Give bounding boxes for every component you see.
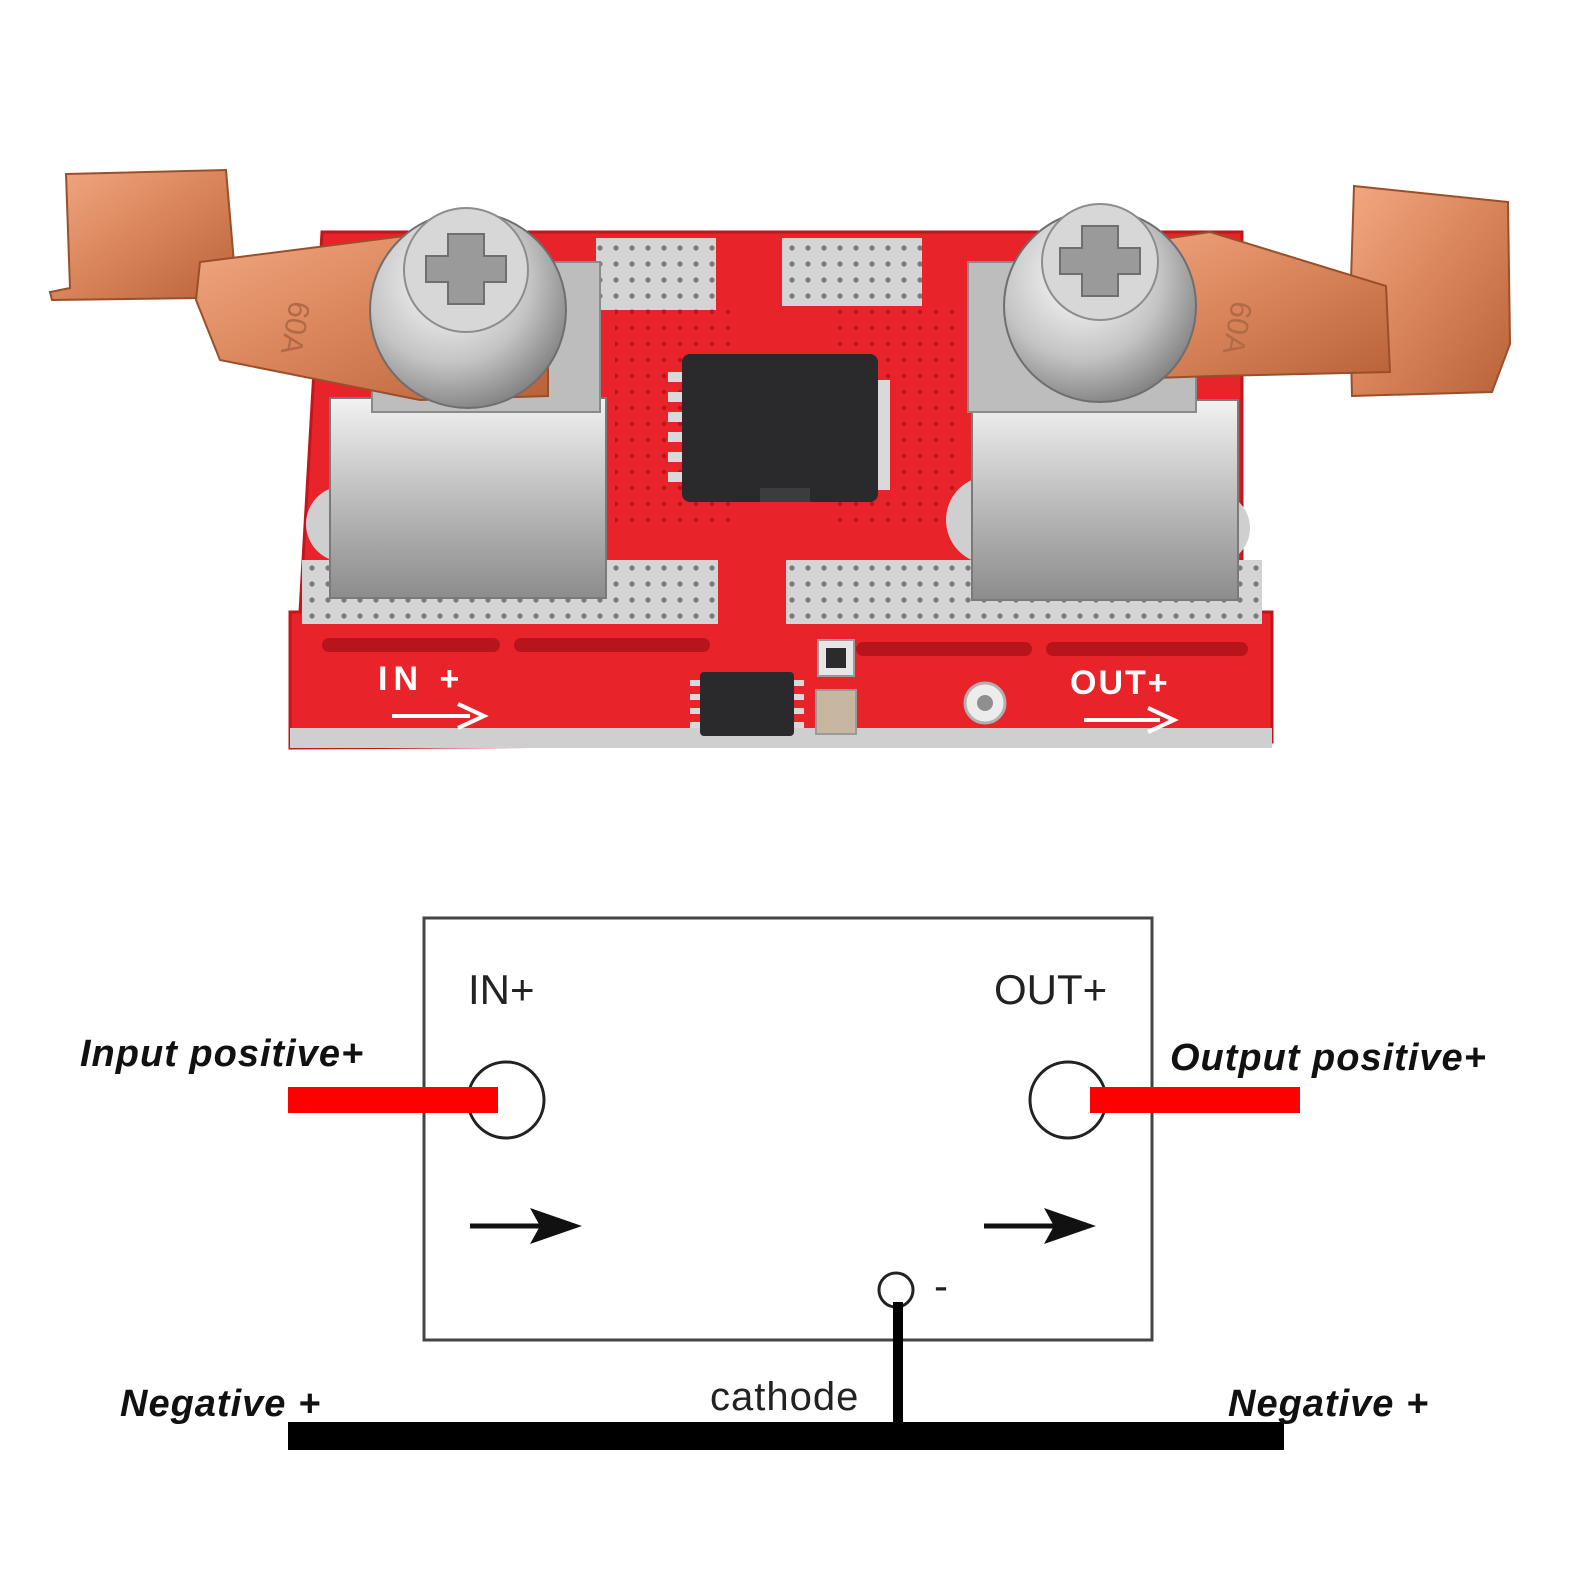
module-outline: [422, 916, 1154, 1342]
negative-bus-wire: [288, 1422, 1284, 1450]
slot-2: [514, 638, 710, 652]
phillips-head-icon: [425, 233, 507, 305]
pcb-label-in: IN +: [378, 660, 465, 698]
pcb-label-out: OUT+: [1070, 664, 1170, 702]
input-positive-wire: [288, 1087, 498, 1113]
input-positive-label: Input positive+: [80, 1033, 364, 1075]
screw-right: [1003, 203, 1197, 403]
slot-3: [856, 642, 1032, 656]
arrow-right-icon: [984, 1208, 1096, 1244]
output-positive-wire: [1090, 1087, 1300, 1113]
terminal-label-in: IN+: [468, 966, 535, 1013]
screw-left: [369, 207, 567, 409]
cathode-label: cathode: [710, 1375, 859, 1419]
negative-label-left: Negative +: [120, 1383, 321, 1425]
phillips-head-icon: [1059, 225, 1141, 297]
wiring-diagram: IN+ OUT+ Input positive+ Output positive…: [80, 916, 1487, 1450]
controller-chip: [690, 672, 804, 736]
pcb-module-photo: IN + OUT+ 60A: [48, 168, 1512, 750]
arrow-right-icon: [470, 1208, 582, 1244]
smd-capacitor: [815, 689, 857, 735]
terminal-label-out: OUT+: [994, 966, 1107, 1013]
mosfet-chip: [668, 354, 890, 502]
negative-label-right: Negative +: [1228, 1383, 1429, 1425]
slot-4: [1046, 642, 1248, 656]
terminal-block-right: [946, 261, 1250, 601]
output-positive-label: Output positive+: [1170, 1037, 1487, 1079]
negative-terminal-minus: -: [934, 1262, 948, 1309]
cathode-drop-wire: [893, 1302, 903, 1424]
pcb-edge: [290, 728, 1272, 748]
slot-1: [322, 638, 500, 652]
smd-resistor: [817, 639, 855, 677]
